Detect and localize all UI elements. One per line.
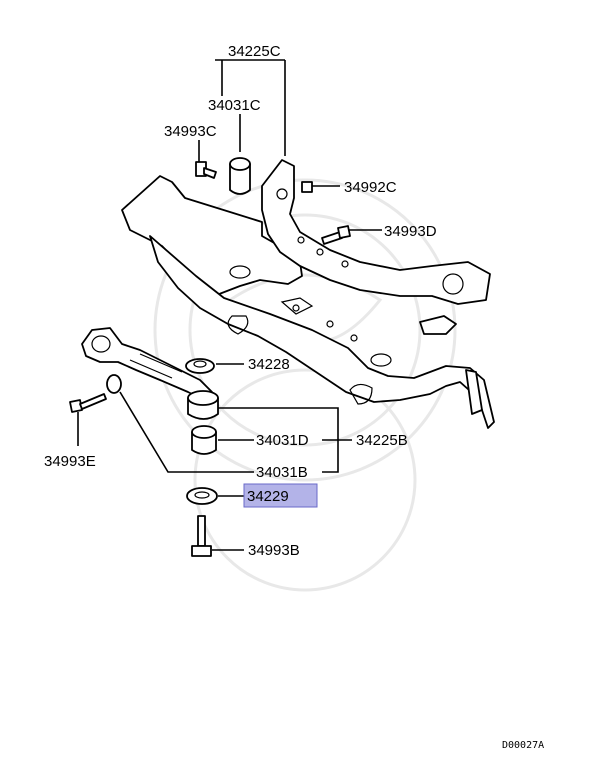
- bolt-34992c: [301, 181, 313, 193]
- bolt-34993c: [195, 161, 217, 179]
- label-34992c[interactable]: 34992C: [344, 179, 397, 196]
- bolt-34993b: [191, 515, 212, 557]
- label-34993e[interactable]: 34993E: [44, 453, 96, 470]
- bolt-34993d: [321, 225, 351, 245]
- label-34031d[interactable]: 34031D: [256, 432, 309, 449]
- washer-34228: [185, 358, 215, 374]
- bushing-34031c: [229, 157, 251, 195]
- bolt-34993e: [69, 393, 107, 413]
- diagram-code: D00027A: [502, 740, 544, 751]
- leader-lines: [77, 59, 382, 551]
- highlight-box-34229[interactable]: [243, 483, 318, 508]
- label-34031b[interactable]: 34031B: [256, 464, 308, 481]
- label-34225c[interactable]: 34225C: [228, 43, 281, 60]
- bushing-34031d: [187, 390, 219, 455]
- label-34225b[interactable]: 34225B: [356, 432, 408, 449]
- label-34031c[interactable]: 34031C: [208, 97, 261, 114]
- label-34993d[interactable]: 34993D: [384, 223, 437, 240]
- label-34229[interactable]: 34229: [247, 488, 289, 505]
- label-34228[interactable]: 34228: [248, 356, 290, 373]
- label-34993c[interactable]: 34993C: [164, 123, 217, 140]
- washer-34229: [186, 487, 218, 505]
- crossmember-drawing: [121, 159, 495, 429]
- label-34993b[interactable]: 34993B: [248, 542, 300, 559]
